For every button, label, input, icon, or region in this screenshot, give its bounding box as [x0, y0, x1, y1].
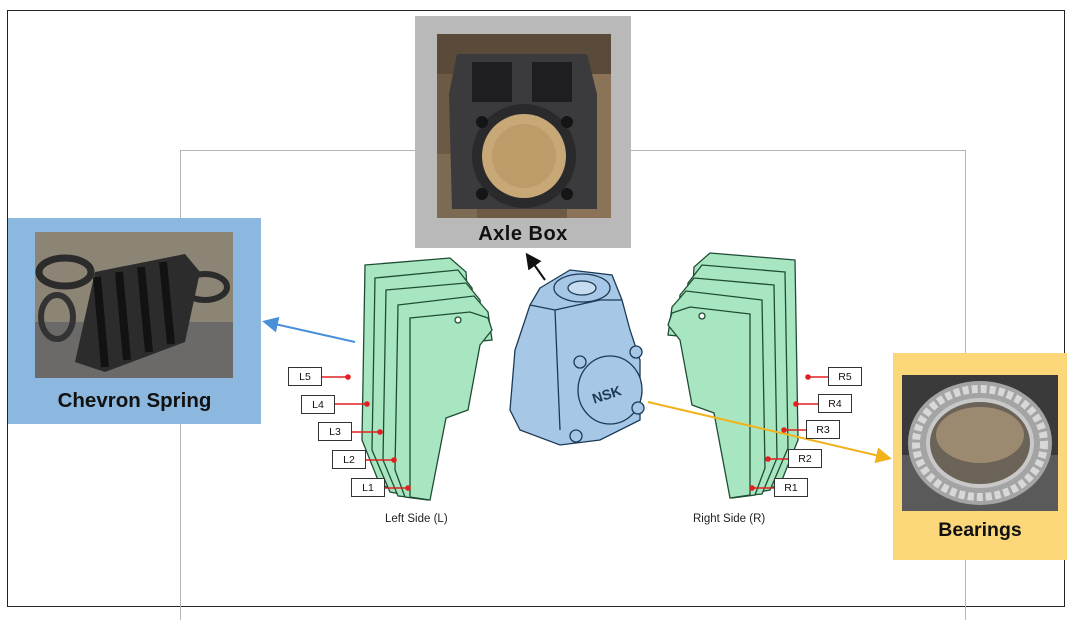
sensor-label-r4: R4: [818, 394, 852, 413]
axle-box-photo: [437, 34, 611, 218]
arrow-to-axle-box: [525, 252, 546, 281]
sensor-label-r3: R3: [806, 420, 840, 439]
sensor-label-l5: L5: [288, 367, 322, 386]
sensor-label-l1: L1: [351, 478, 385, 497]
arrow-to-chevron-spring: [262, 316, 356, 343]
arrow-to-bearings: [647, 401, 892, 464]
sensor-label-l3: L3: [318, 422, 352, 441]
axle-box-drawing: NSK: [509, 269, 645, 446]
axle-box-label: Axle Box: [478, 223, 568, 245]
left-side-caption: Left Side (L): [385, 513, 448, 525]
chevron-spring-photo: [35, 232, 233, 378]
chevron-spring-callout: Chevron Spring: [8, 218, 261, 424]
bearings-label: Bearings: [938, 519, 1022, 541]
right-sensor-leads: [749, 374, 828, 491]
left-chevron-spring: [361, 257, 493, 501]
bearings-callout: Bearings: [893, 353, 1067, 560]
sensor-label-r1: R1: [774, 478, 808, 497]
right-chevron-spring: [667, 252, 799, 499]
sensor-label-l2: L2: [332, 450, 366, 469]
axle-box-callout: Axle Box: [415, 16, 631, 248]
left-sensor-leads: [321, 374, 411, 491]
bearings-photo: [902, 375, 1058, 511]
chevron-spring-label: Chevron Spring: [57, 389, 212, 412]
sensor-label-l4: L4: [301, 395, 335, 414]
sensor-label-r2: R2: [788, 449, 822, 468]
right-side-caption: Right Side (R): [693, 513, 766, 525]
sensor-label-r5: R5: [828, 367, 862, 386]
